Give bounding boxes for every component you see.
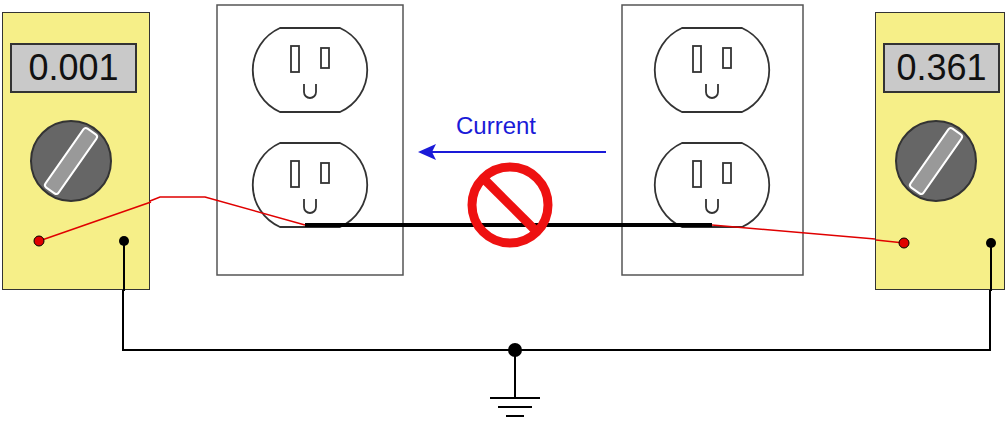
- multimeter: 0.361: [875, 12, 1005, 290]
- current-arrow: [418, 144, 606, 160]
- meter-reading: 0.361: [896, 50, 986, 86]
- red-lead: [150, 197, 305, 225]
- ground-symbol: [490, 343, 540, 416]
- prohibition-sign: [472, 167, 548, 243]
- multimeter: 0.001: [2, 12, 150, 290]
- ground-conductor: [305, 223, 712, 227]
- meter-reading: 0.001: [28, 50, 118, 86]
- current-label: Current: [456, 112, 536, 140]
- red-lead: [712, 225, 875, 239]
- left-outlet: [217, 5, 403, 275]
- ground-wire: [123, 290, 990, 350]
- meter-display: 0.361: [883, 43, 1000, 93]
- right-outlet: [622, 5, 803, 275]
- meter-display: 0.001: [10, 43, 137, 93]
